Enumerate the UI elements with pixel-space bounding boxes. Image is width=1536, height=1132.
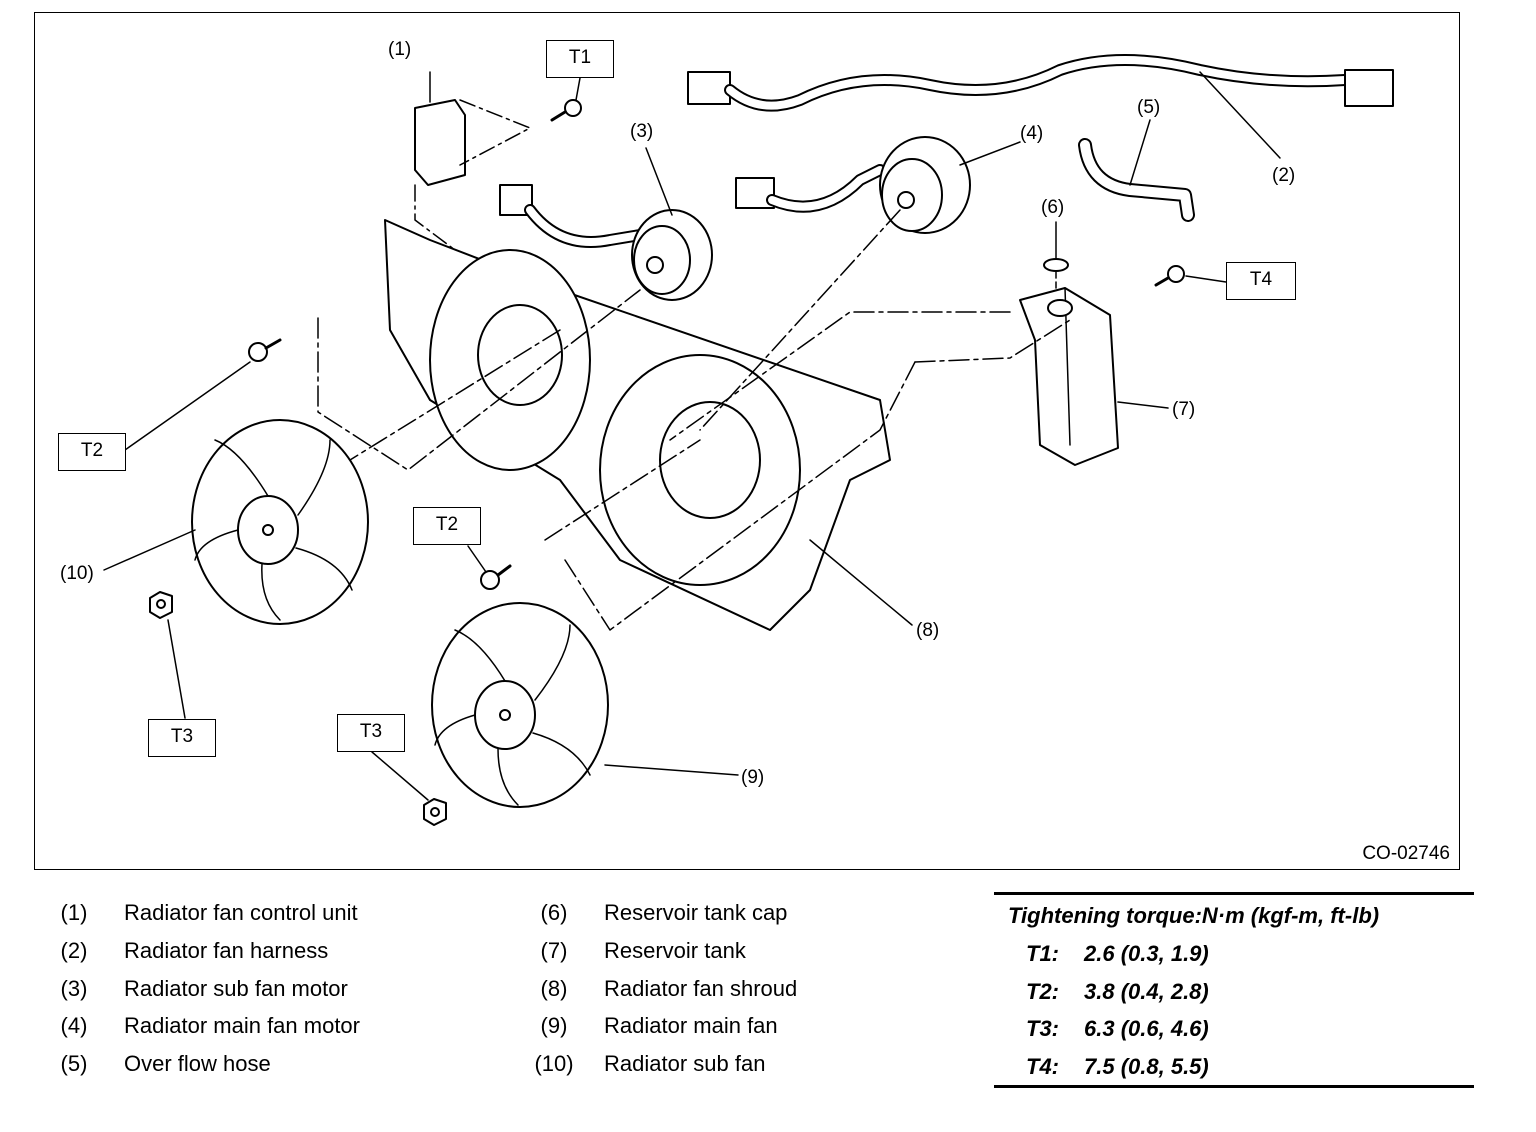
torque-value: 3.8 (0.4, 2.8) [1084, 979, 1209, 1004]
legend-label: Reservoir tank cap [604, 900, 788, 925]
legend-label: Reservoir tank [604, 938, 746, 963]
legend-label: Radiator main fan motor [124, 1013, 360, 1038]
main-fan-motor-drawing [735, 136, 1021, 234]
torque-tag-t3: T3 [148, 719, 216, 757]
legend-num: (5) [60, 1051, 88, 1076]
torque-tag-t3: T3 [337, 714, 405, 752]
callout-7: (7) [1172, 399, 1196, 420]
torque-key: T2: [1026, 979, 1059, 1004]
torque-table: Tightening torque:N·m (kgf-m, ft-lb) T1:… [994, 892, 1474, 1088]
fan-control-unit-drawing [414, 71, 531, 251]
legend-label: Radiator fan shroud [604, 976, 798, 1001]
reservoir-cap-drawing [1043, 221, 1069, 306]
legend-label: Radiator sub fan [604, 1051, 766, 1076]
legend-label: Over flow hose [124, 1051, 271, 1076]
legend-num: (10) [534, 1051, 574, 1076]
callout-6: (6) [1041, 197, 1065, 218]
t1-bolt-drawing [550, 77, 582, 122]
callout-1: (1) [388, 39, 412, 60]
torque-value: 2.6 (0.3, 1.9) [1084, 941, 1209, 966]
callout-10: (10) [60, 563, 94, 584]
exploded-view-drawing [103, 54, 1394, 826]
callout-9: (9) [741, 767, 765, 788]
t2-bolts-drawing [124, 338, 512, 590]
legend-num: (7) [540, 938, 568, 963]
sub-fan-drawing [103, 419, 369, 625]
overflow-hose-drawing [1078, 119, 1195, 222]
t4-bolt-drawing [1154, 265, 1227, 287]
legend-label: Radiator fan harness [124, 938, 329, 963]
torque-key: T3: [1026, 1016, 1059, 1041]
alignment-lines [317, 209, 1071, 631]
callout-8: (8) [916, 620, 940, 641]
legend-num: (2) [60, 938, 88, 963]
radiator-fan-harness-drawing [687, 54, 1394, 159]
legend-label: Radiator main fan [604, 1013, 778, 1038]
t3-nuts-drawing [149, 591, 447, 826]
callout-4: (4) [1020, 123, 1044, 144]
torque-tag-t2: T2 [413, 507, 481, 545]
sub-fan-motor-drawing [499, 147, 713, 301]
torque-tag-t4: T4 [1226, 262, 1296, 300]
torque-tag-t2: T2 [58, 433, 126, 471]
legend-label: Radiator fan control unit [124, 900, 358, 925]
reservoir-tank-drawing [1019, 287, 1169, 466]
torque-value: 7.5 (0.8, 5.5) [1084, 1054, 1209, 1079]
callout-2: (2) [1272, 165, 1296, 186]
legend-num: (1) [60, 900, 88, 925]
legend-num: (6) [540, 900, 568, 925]
callout-5: (5) [1137, 97, 1161, 118]
torque-key: T4: [1026, 1054, 1059, 1079]
torque-value: 6.3 (0.6, 4.6) [1084, 1016, 1209, 1041]
legend-label: Radiator sub fan motor [124, 976, 348, 1001]
figure-id: CO-02746 [1362, 843, 1450, 864]
legend-num: (3) [60, 976, 88, 1001]
torque-key: T1: [1026, 941, 1059, 966]
legend-num: (9) [540, 1013, 568, 1038]
legend-num: (8) [540, 976, 568, 1001]
main-fan-drawing [431, 602, 739, 808]
callout-3: (3) [630, 121, 654, 142]
legend-num: (4) [60, 1013, 88, 1038]
torque-tag-t1: T1 [546, 40, 614, 78]
diagram-frame [34, 12, 1460, 870]
torque-table-title: Tightening torque:N·m (kgf-m, ft-lb) [1008, 903, 1380, 928]
